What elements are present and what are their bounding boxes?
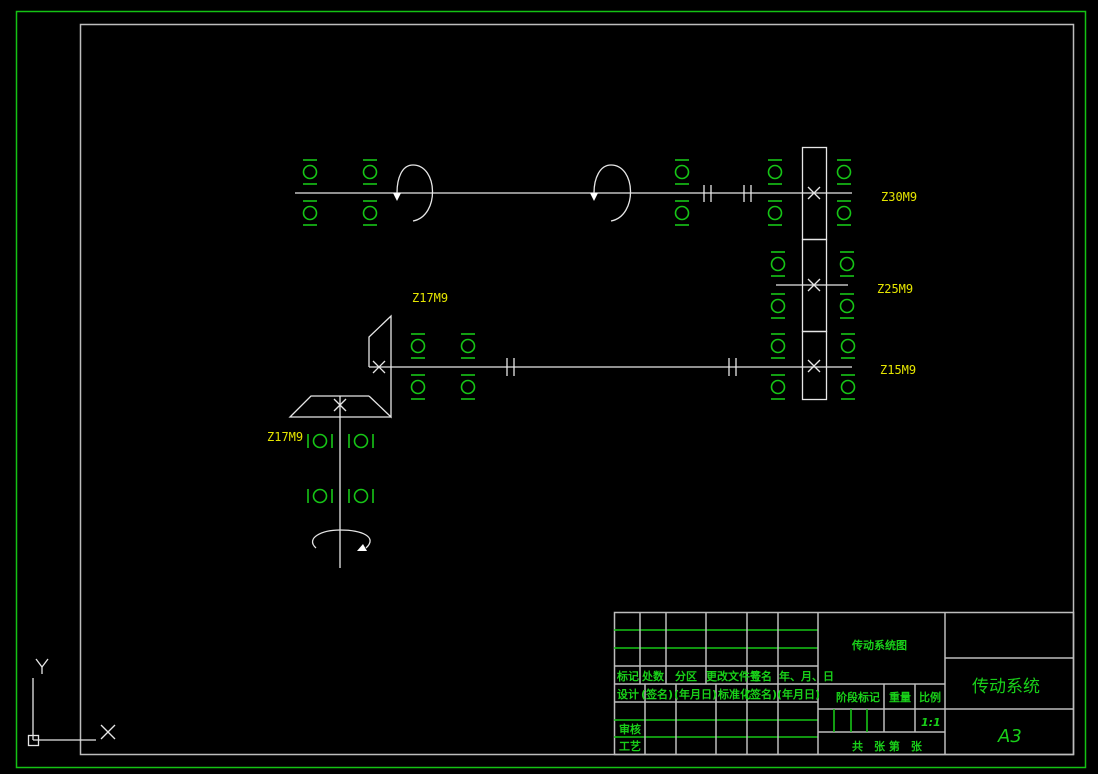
tb-scale-value: 1:1 xyxy=(921,716,941,729)
tb-std-sign: (签名) xyxy=(745,687,777,701)
tb-drawing-name: 传动系统图 xyxy=(851,638,907,652)
gear-label-bevel-top: Z17M9 xyxy=(412,291,448,305)
gear-label-z25: Z25M9 xyxy=(877,282,913,296)
tb-header-change-doc: 更改文件号 xyxy=(706,669,761,683)
tb-standardization: 标准化 xyxy=(717,687,751,701)
tb-design-sign: (签名) xyxy=(641,687,673,701)
gear-z15 xyxy=(801,330,828,401)
bearing-pair xyxy=(770,251,856,400)
rotation-arrow-icon xyxy=(393,164,434,222)
gear-label-bevel-left: Z17M9 xyxy=(267,430,303,444)
tb-header-date: 年、月、日 xyxy=(779,669,834,683)
tb-std-date: (年月日) xyxy=(777,687,820,701)
tb-process: 工艺 xyxy=(619,739,641,753)
tb-header-zone: 分区 xyxy=(675,669,697,683)
coupling xyxy=(506,358,737,376)
gear-label-z15: Z15M9 xyxy=(880,363,916,377)
tb-weight: 重量 xyxy=(889,690,911,704)
tb-header-count: 处数 xyxy=(641,669,665,683)
coupling xyxy=(703,185,752,202)
tb-header-mark: 标记 xyxy=(616,669,639,683)
tb-design-date: (年月日) xyxy=(674,687,717,701)
gear-label-z30: Z30M9 xyxy=(881,190,917,204)
gear-z25 xyxy=(776,238,848,333)
inner-frame xyxy=(79,23,1075,756)
bevel-gear-vertical xyxy=(368,314,392,419)
rotation-arrow-icon xyxy=(311,529,371,551)
tb-scale-label: 比例 xyxy=(919,690,941,704)
tb-part-name: 传动系统 xyxy=(972,677,1040,697)
tb-design: 设计 xyxy=(617,687,639,701)
title-block xyxy=(613,611,1075,756)
tb-review: 审核 xyxy=(619,722,641,736)
tb-stage-mark: 阶段标记 xyxy=(836,690,880,704)
tb-sheets: 共 张 第 张 xyxy=(852,739,923,753)
rotation-arrow-icon xyxy=(590,164,632,222)
ucs-icon xyxy=(27,658,116,747)
outer-border xyxy=(15,10,1087,769)
tb-sheet-size: A3 xyxy=(997,726,1022,747)
tb-header-signature: 签名 xyxy=(749,669,772,683)
